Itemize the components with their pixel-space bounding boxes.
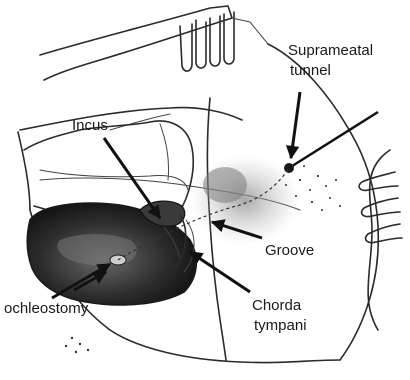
label-suprameatal-line1: Suprameatal — [288, 42, 373, 59]
label-cochleostomy: ochleostomy — [4, 300, 89, 317]
label-groove: Groove — [265, 242, 314, 259]
label-chorda-line1: Chorda — [252, 297, 302, 314]
top-retractor — [40, 6, 268, 80]
suprameatal-arrow — [291, 92, 300, 158]
chorda-arrow — [190, 252, 250, 292]
right-retractor — [359, 150, 402, 330]
label-chorda-line2: tympani — [254, 317, 307, 334]
label-incus: Incus — [72, 117, 108, 134]
label-suprameatal-line2: tunnel — [290, 62, 331, 79]
groove-shading-dark — [203, 167, 247, 203]
